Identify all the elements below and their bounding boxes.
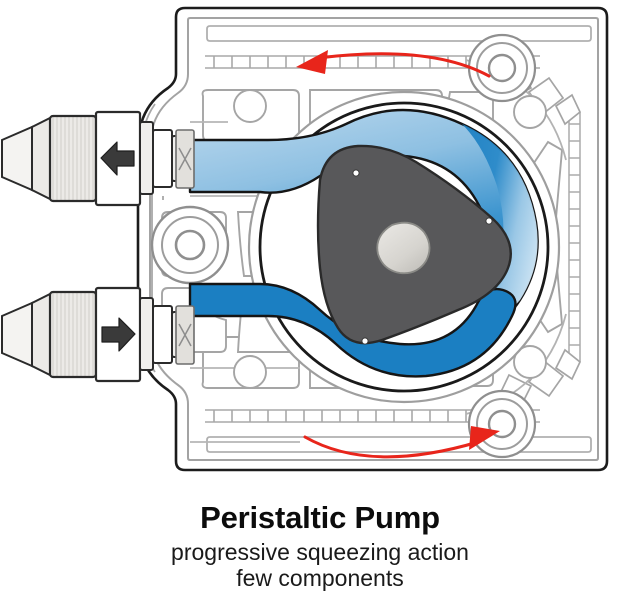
three-lobe-roller-rotor	[316, 144, 512, 345]
mounting-boss-bottom-right	[467, 389, 537, 459]
rotation-arrow-bottom-head	[469, 426, 500, 450]
inlet-port-assembly	[1, 286, 195, 383]
outlet-port-assembly	[1, 110, 195, 207]
inlet-nozzle-shoulder	[31, 292, 51, 377]
figure-caption: Peristaltic Pump progressive squeezing a…	[0, 500, 640, 591]
rotation-arrow-bottom-shaft	[303, 435, 480, 459]
rotation-arrow-top-shaft	[316, 52, 491, 78]
roller-pin-right	[485, 217, 493, 225]
inlet-flange-a	[139, 297, 154, 371]
outlet-flow-arrow-icon	[100, 141, 135, 176]
housing-bottom-rail	[206, 436, 592, 453]
caption-subtitle-line-2: few components	[236, 565, 404, 591]
roller-pin-lower	[361, 337, 369, 345]
housing-hole-bottom-right	[513, 345, 547, 379]
tube-right-occlusion	[462, 124, 538, 327]
housing-hole-bottom-left	[233, 355, 267, 389]
rotation-arrows	[296, 50, 500, 459]
rotation-arrow-top-head	[296, 50, 328, 74]
outlet-hose-clamp	[175, 129, 195, 189]
inlet-flange-b	[152, 305, 173, 364]
rotor-center-hub	[376, 221, 431, 275]
caption-title: Peristaltic Pump	[200, 500, 440, 535]
mounting-boss-top-right	[467, 33, 537, 103]
housing-hole-top-right	[513, 95, 547, 129]
mounting-boss-left	[150, 205, 230, 285]
caption-subtitle-line-1: progressive squeezing action	[171, 539, 469, 565]
housing-hole-top-left	[233, 89, 267, 123]
housing-top-rail	[206, 25, 592, 42]
inlet-knurled-nut	[48, 290, 98, 379]
roller-pin-upper	[352, 169, 360, 177]
outlet-nozzle-shoulder	[31, 116, 51, 201]
inlet-nozzle-tip	[1, 301, 33, 368]
outlet-knurled-nut	[48, 114, 98, 203]
outlet-nozzle-tip	[1, 125, 33, 192]
outlet-flange-a	[139, 121, 154, 195]
housing-right-serration	[568, 112, 581, 362]
inlet-flow-arrow-icon	[101, 317, 136, 352]
inlet-hose-clamp	[175, 305, 195, 365]
outlet-flange-b	[152, 129, 173, 188]
